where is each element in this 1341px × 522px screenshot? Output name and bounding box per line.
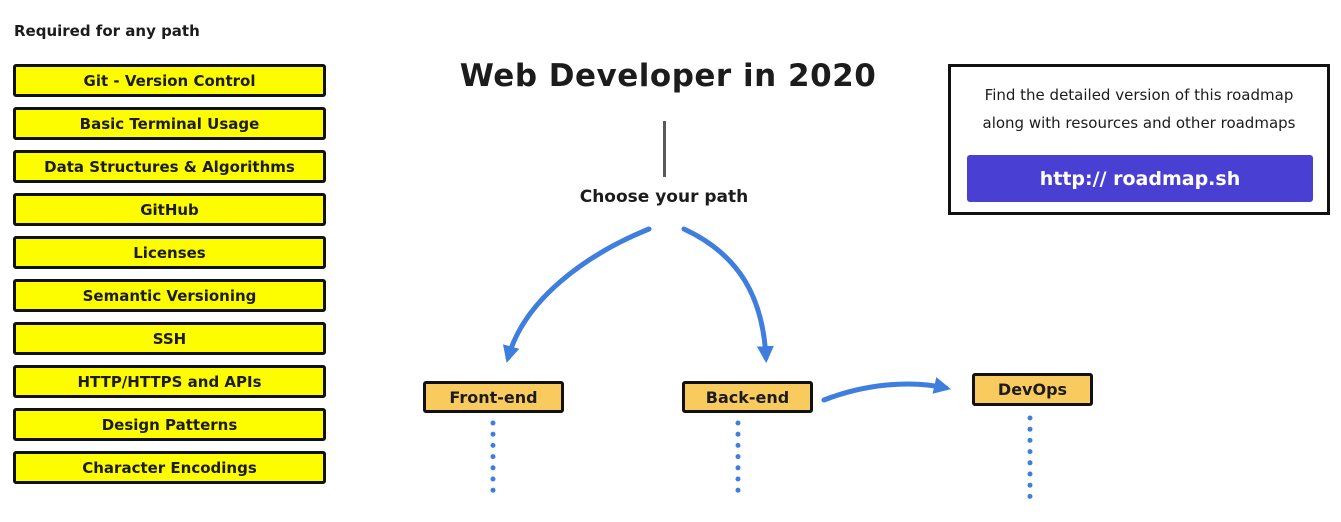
required-topic-label: Semantic Versioning (82, 286, 257, 305)
arrow-backend-to-devops (821, 377, 951, 403)
required-topic-label: Basic Terminal Usage (79, 114, 260, 133)
title-connector-line (663, 121, 666, 177)
arrow-to-backend (681, 226, 774, 364)
required-topic[interactable]: SSH (13, 322, 326, 355)
info-line-1: Find the detailed version of this roadma… (984, 86, 1294, 104)
required-topic-label: Design Patterns (101, 415, 238, 434)
info-line-2: along with resources and other roadmaps (982, 114, 1296, 132)
path-box-frontend-label: Front-end (449, 387, 538, 407)
required-topic-label: Character Encodings (82, 458, 257, 477)
arrow-to-frontend (502, 226, 652, 363)
path-box-devops-label: DevOps (997, 380, 1068, 399)
required-topic[interactable]: Git - Version Control (13, 64, 326, 97)
required-topic-label: GitHub (140, 200, 199, 219)
required-topic-label: Licenses (133, 243, 206, 262)
required-topic[interactable]: Basic Terminal Usage (13, 107, 326, 140)
path-box-backend[interactable]: Back-end (682, 381, 813, 413)
path-box-backend-label: Back-end (705, 387, 790, 407)
required-topic-label: Git - Version Control (83, 71, 256, 90)
required-topic-label: SSH (152, 329, 187, 348)
required-topic[interactable]: GitHub (13, 193, 326, 226)
required-topic[interactable]: Design Patterns (13, 408, 326, 441)
required-topic[interactable]: Character Encodings (13, 451, 326, 484)
page-title: Web Developer in 2020 (459, 58, 877, 94)
required-topic-list: Git - Version Control Basic Terminal Usa… (13, 64, 326, 484)
required-topic[interactable]: Data Structures & Algorithms (13, 150, 326, 183)
choose-path-label: Choose your path (579, 187, 749, 207)
required-topic[interactable]: HTTP/HTTPS and APIs (13, 365, 326, 398)
roadmap-link-button[interactable]: http:// roadmap.sh (967, 155, 1313, 202)
required-topic-label: Data Structures & Algorithms (44, 157, 295, 176)
path-box-devops[interactable]: DevOps (972, 373, 1093, 406)
required-topic[interactable]: Licenses (13, 236, 326, 269)
info-box: Find the detailed version of this roadma… (948, 64, 1330, 215)
path-box-frontend[interactable]: Front-end (423, 381, 564, 413)
required-topic-label: HTTP/HTTPS and APIs (77, 372, 262, 391)
required-heading: Required for any path (14, 22, 200, 40)
required-topic[interactable]: Semantic Versioning (13, 279, 326, 312)
